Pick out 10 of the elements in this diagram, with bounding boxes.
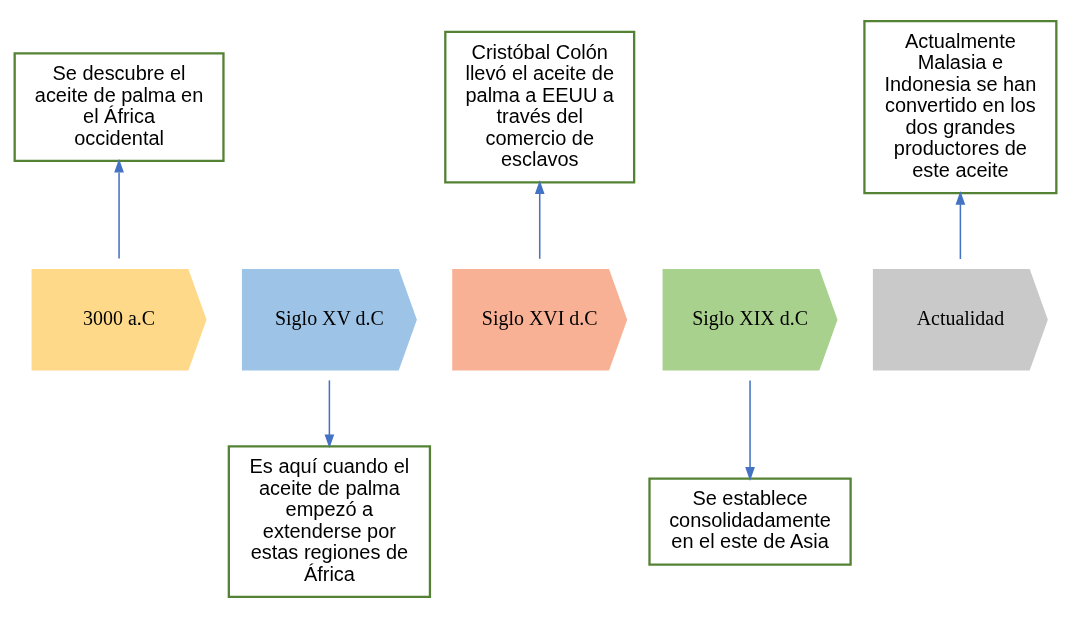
arrow	[745, 379, 755, 481]
arrow	[114, 158, 124, 260]
arrow	[324, 379, 335, 449]
arrow	[534, 180, 545, 260]
node-box: Se establece consolidadamente en el este de Asia	[648, 477, 852, 566]
node-box: Se descubre el aceite de palma en el África occidental	[13, 52, 225, 162]
node-box: Actualmente Malasia e Indonesia se han convertido en los dos grandes productores de este aceite	[863, 20, 1058, 195]
arrow	[955, 190, 966, 260]
node-box: Es aquí cuando el aceite de palma empezó a extenderse por estas regiones de África	[227, 445, 432, 598]
node-box: Cristóbal Colón llevó el aceite de palma a EEUU a través del comercio de esclavos	[444, 30, 636, 184]
